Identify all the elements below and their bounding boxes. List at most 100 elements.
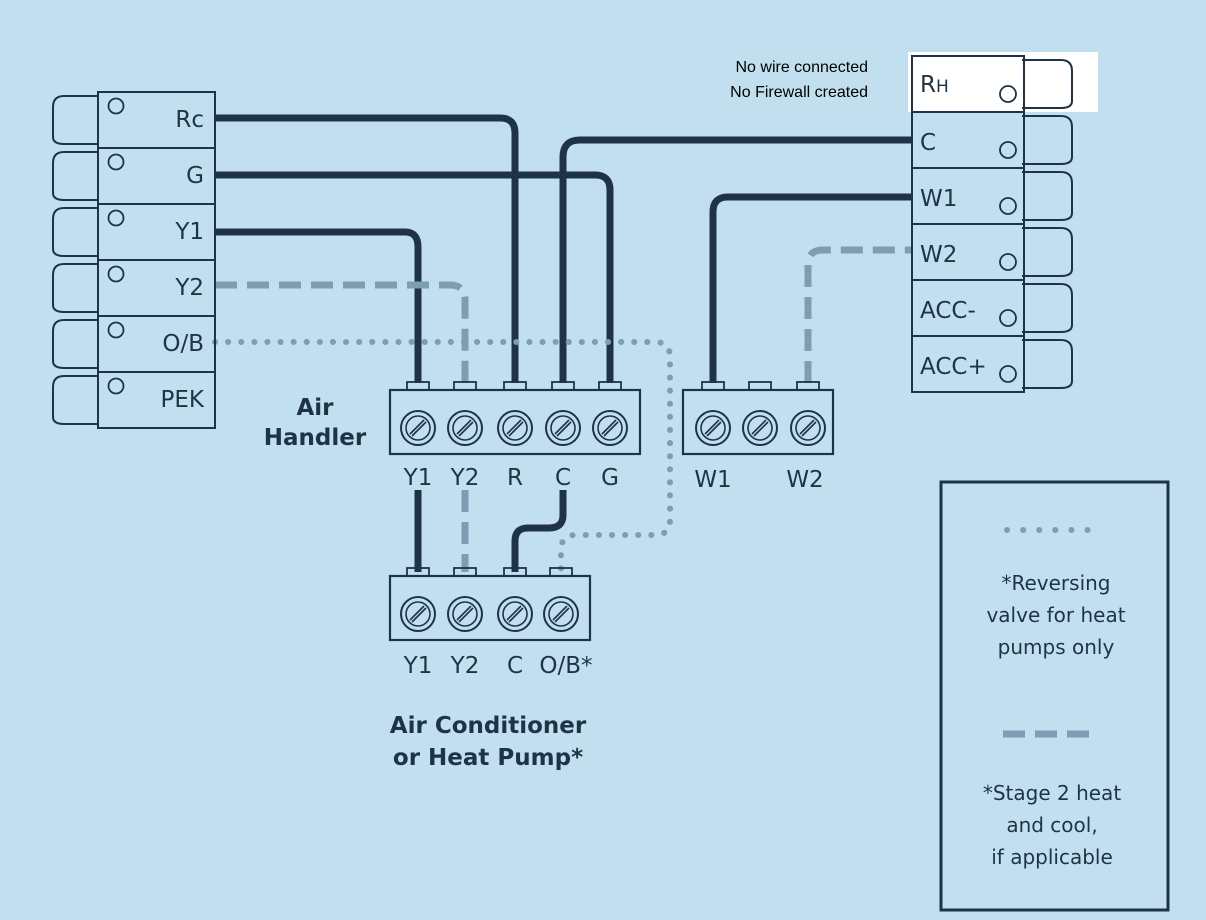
heat-screw-inner-1 (747, 415, 773, 441)
right-terminal-acc (911, 335, 1025, 393)
left-screw-o-b (107, 321, 125, 339)
right-label-w1: W1 (920, 186, 957, 212)
legend-dotted-line3: pumps only (998, 635, 1115, 659)
right-screw-acc (999, 365, 1017, 383)
right-label-w2: W2 (920, 242, 957, 268)
ac-tab-0 (406, 567, 430, 577)
heat-label-w2: W2 (786, 467, 823, 493)
air-handler-screw-slot-3 (554, 419, 572, 437)
ac-screw-1 (447, 596, 483, 632)
air-handler-label-y2: Y2 (450, 465, 480, 491)
wire-rc-to-r (215, 114, 519, 383)
heat-tab-2 (796, 381, 820, 391)
ac-terminal-block: Y1 Y2 C O/B* (388, 567, 593, 679)
heat-screw-inner-2 (795, 415, 821, 441)
ac-label-c: C (507, 653, 523, 679)
left-tab-g (52, 151, 98, 201)
heat-screw-inner-0 (700, 415, 726, 441)
ac-label-y1: Y1 (403, 653, 433, 679)
heat-tab-1 (748, 381, 772, 391)
wire-c-to-c (559, 136, 912, 383)
heat-screw-slot-2 (799, 419, 817, 437)
legend-dotted-line2: valve for heat (986, 603, 1125, 627)
left-screw-g (107, 153, 125, 171)
ac-screw-slot-1 (456, 605, 474, 623)
left-tab-rc (52, 95, 98, 145)
ac-tab-1 (453, 567, 477, 577)
ac-title-line2: or Heat Pump* (393, 745, 583, 771)
air-handler-screw-1 (447, 410, 483, 446)
air-handler-screw-slot-4 (601, 419, 619, 437)
air-handler-tab-4 (598, 381, 622, 391)
right-label-c: C (920, 130, 936, 156)
heat-screw-0 (695, 410, 731, 446)
ac-tab-2 (503, 567, 527, 577)
heat-label-w1: W1 (694, 467, 731, 493)
left-tab-y1 (52, 207, 98, 257)
ac-label-y2: Y2 (450, 653, 480, 679)
air-handler-tab-2 (503, 381, 527, 391)
heat-terminal-block: W1 W2 (681, 381, 835, 493)
ac-screw-inner-2 (502, 601, 528, 627)
air-handler-screw-0 (400, 410, 436, 446)
right-screw-rh (999, 85, 1017, 103)
left-screw-y1 (107, 209, 125, 227)
ac-screw-inner-3 (548, 601, 574, 627)
air-handler-label-y1: Y1 (403, 465, 433, 491)
ac-body (388, 574, 592, 642)
ac-label-o-b: O/B* (539, 653, 592, 679)
note-line-2: No Firewall created (730, 84, 868, 101)
heat-screw-slot-0 (704, 419, 722, 437)
left-screw-y2 (107, 265, 125, 283)
heat-screw-slot-1 (751, 419, 769, 437)
air-handler-title-line1: Air (296, 395, 334, 421)
wire-c-to-ac-c (511, 490, 567, 572)
ac-screw-inner-1 (452, 601, 478, 627)
rh-sub: H (936, 77, 949, 97)
air-handler-screw-inner-0 (405, 415, 431, 441)
note-line-1: No wire connected (735, 59, 868, 76)
left-label-g: G (186, 163, 204, 189)
wire-ob-dotted (212, 339, 673, 575)
wire-w2-dashed (804, 246, 912, 383)
right-screw-acc (999, 309, 1017, 327)
legend-dotted-line1: *Reversing (1001, 571, 1110, 595)
ac-screw-slot-0 (409, 605, 427, 623)
air-handler-screw-3 (545, 410, 581, 446)
right-tab-w2 (1022, 227, 1073, 277)
legend-dashed-line3: if applicable (991, 845, 1113, 869)
legend-dashed-line1: *Stage 2 heat (983, 781, 1121, 805)
right-tab-acc (1022, 283, 1073, 333)
ac-screw-slot-3 (552, 605, 570, 623)
ac-screw-2 (497, 596, 533, 632)
air-handler-tab-1 (453, 381, 477, 391)
air-handler-label-r: R (507, 465, 523, 491)
air-handler-screw-4 (592, 410, 628, 446)
air-handler-screw-slot-1 (456, 419, 474, 437)
ac-screw-3 (543, 596, 579, 632)
right-tab-c (1022, 115, 1073, 165)
air-handler-screw-inner-3 (550, 415, 576, 441)
air-handler-screw-inner-2 (502, 415, 528, 441)
heat-screw-1 (742, 410, 778, 446)
left-tab-pek (52, 375, 98, 425)
rh-main: R (920, 72, 936, 98)
left-screw-rc (107, 97, 125, 115)
left-label-rc: Rc (175, 107, 204, 133)
right-label-rh: RH (920, 72, 949, 98)
right-label-acc: ACC- (920, 298, 976, 324)
left-label-pek: PEK (161, 387, 205, 413)
air-handler-screw-slot-2 (506, 419, 524, 437)
ac-screw-0 (400, 596, 436, 632)
heat-tab-0 (701, 381, 725, 391)
air-handler-label-c: C (555, 465, 571, 491)
left-label-y2: Y2 (174, 275, 204, 301)
legend: *Reversing valve for heat pumps only *St… (939, 480, 1170, 912)
right-screw-w2 (999, 253, 1017, 271)
air-handler-screw-2 (497, 410, 533, 446)
wire-g-to-g (215, 171, 614, 383)
air-handler-tab-3 (551, 381, 575, 391)
